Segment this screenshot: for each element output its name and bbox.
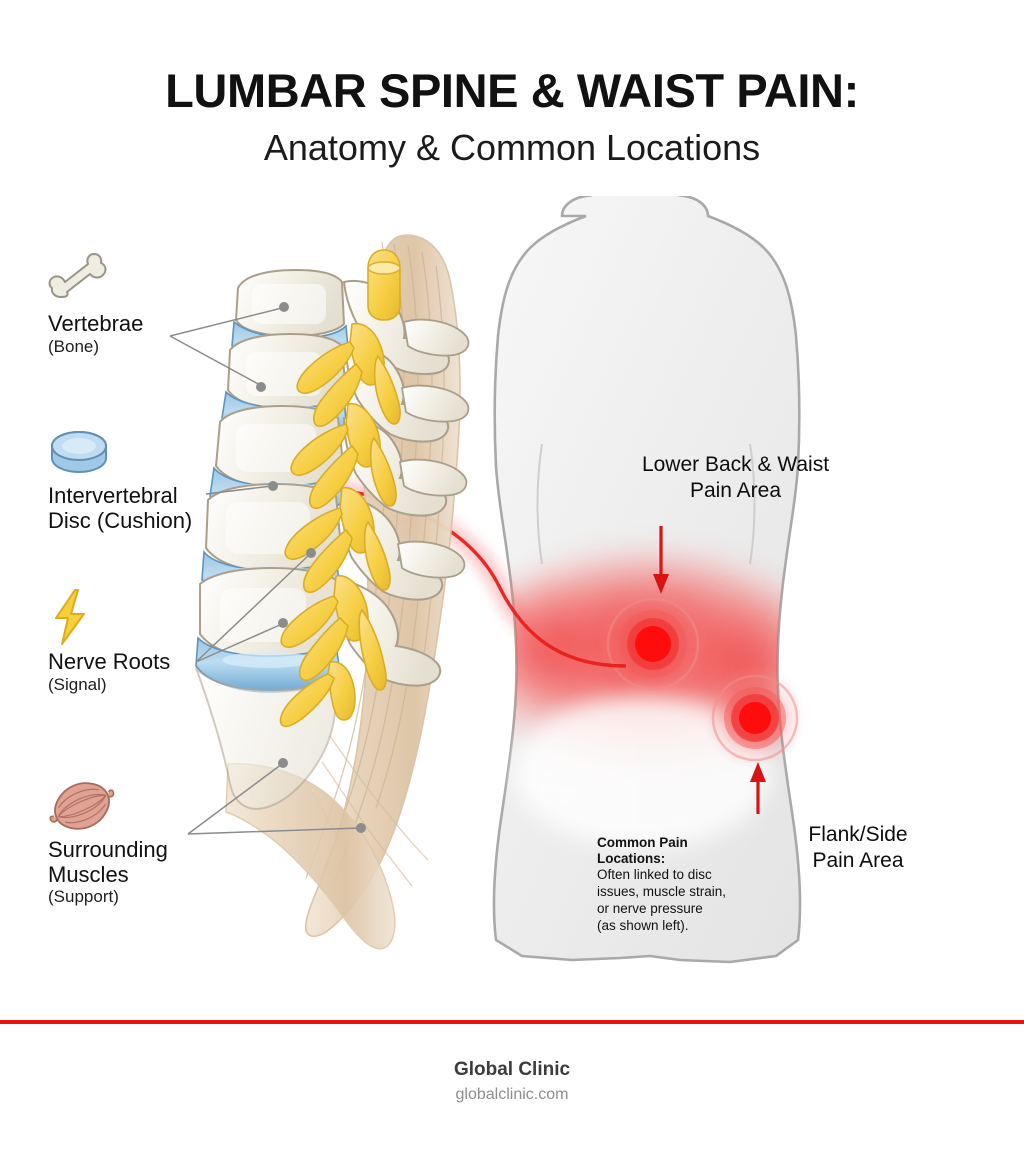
- back-contour-left: [536, 443, 543, 565]
- legend-item-nerve-roots[interactable]: Nerve Roots (Signal): [48, 588, 170, 695]
- illustration-stage: [0, 196, 1024, 996]
- muscle-fan-lower: [225, 763, 396, 950]
- page-subtitle: Anatomy & Common Locations: [263, 126, 761, 168]
- callout-flank: Flank/Side Pain Area: [742, 822, 974, 873]
- nerve-roots-group: [279, 249, 401, 728]
- legend-item-muscles[interactable]: Surrounding Muscles (Support): [42, 776, 168, 908]
- legend-label-muscles-2: Muscles: [48, 861, 129, 887]
- note-body-line4: (as shown left).: [597, 918, 689, 933]
- legend-item-disc[interactable]: Intervertebral Disc (Cushion): [48, 428, 192, 533]
- footer-divider: [0, 1020, 1024, 1024]
- note-body-line3: or nerve pressure: [597, 901, 703, 917]
- poster-header: LUMBAR SPINE & WAIST PAIN: Anatomy & Com…: [0, 0, 1024, 167]
- vertebra-l2: [226, 332, 470, 443]
- legend-sub-nerve-roots: (Signal): [48, 674, 107, 694]
- legend-item-vertebrae[interactable]: Vertebrae (Bone): [48, 250, 143, 357]
- leader-lines: [169, 307, 361, 835]
- leader-dots: [256, 302, 366, 833]
- legend-label-vertebrae: Vertebrae: [48, 311, 144, 336]
- note-title-line1: Common Pain: [597, 835, 688, 850]
- arrow-lower-back: [653, 526, 669, 594]
- muscle-icon: [49, 782, 115, 830]
- bone-icon: [48, 253, 107, 298]
- common-pain-locations-note: Common Pain Locations: Often linked to d…: [597, 835, 765, 935]
- disc-icon: [51, 430, 107, 474]
- pain-point-flank: [703, 666, 807, 770]
- legend-label-nerve-roots: Nerve Roots: [48, 649, 171, 674]
- legend-label-disc: Intervertebral: [48, 483, 178, 508]
- lumbar-spine-group: [169, 234, 470, 950]
- back-contour-right: [749, 443, 756, 565]
- legend-sub-muscles: (Support): [48, 887, 119, 907]
- page-title: LUMBAR SPINE & WAIST PAIN:: [165, 64, 859, 117]
- legend-label-disc-2: Disc (Cushion): [48, 507, 193, 533]
- callout-lower-back-line2: Pain Area: [689, 478, 782, 502]
- note-body-line1: Often linked to disc: [597, 867, 712, 883]
- note-title-line2: Locations:: [597, 851, 666, 867]
- callout-flank-line2: Pain Area: [812, 848, 904, 872]
- footer-brand: Global Clinic: [453, 1059, 571, 1080]
- callout-lower-back: Lower Back & Waist Pain Area: [553, 452, 918, 503]
- poster-footer: Global Clinic globalclinic.com: [0, 1058, 1024, 1105]
- body-silhouette-group: [492, 196, 807, 964]
- lightning-bolt-icon: [55, 589, 85, 645]
- arrow-flank: [750, 762, 766, 814]
- anatomy-illustration: [169, 196, 807, 964]
- callout-lower-back-line1: Lower Back & Waist: [641, 453, 830, 476]
- note-body-line2: issues, muscle strain,: [597, 884, 727, 900]
- callout-flank-line1: Flank/Side: [808, 823, 908, 846]
- legend-label-muscles: Surrounding: [48, 837, 168, 862]
- footer-url: globalclinic.com: [455, 1085, 569, 1103]
- legend-sub-vertebrae: (Bone): [48, 336, 100, 356]
- pain-point-lower-back: [597, 588, 709, 700]
